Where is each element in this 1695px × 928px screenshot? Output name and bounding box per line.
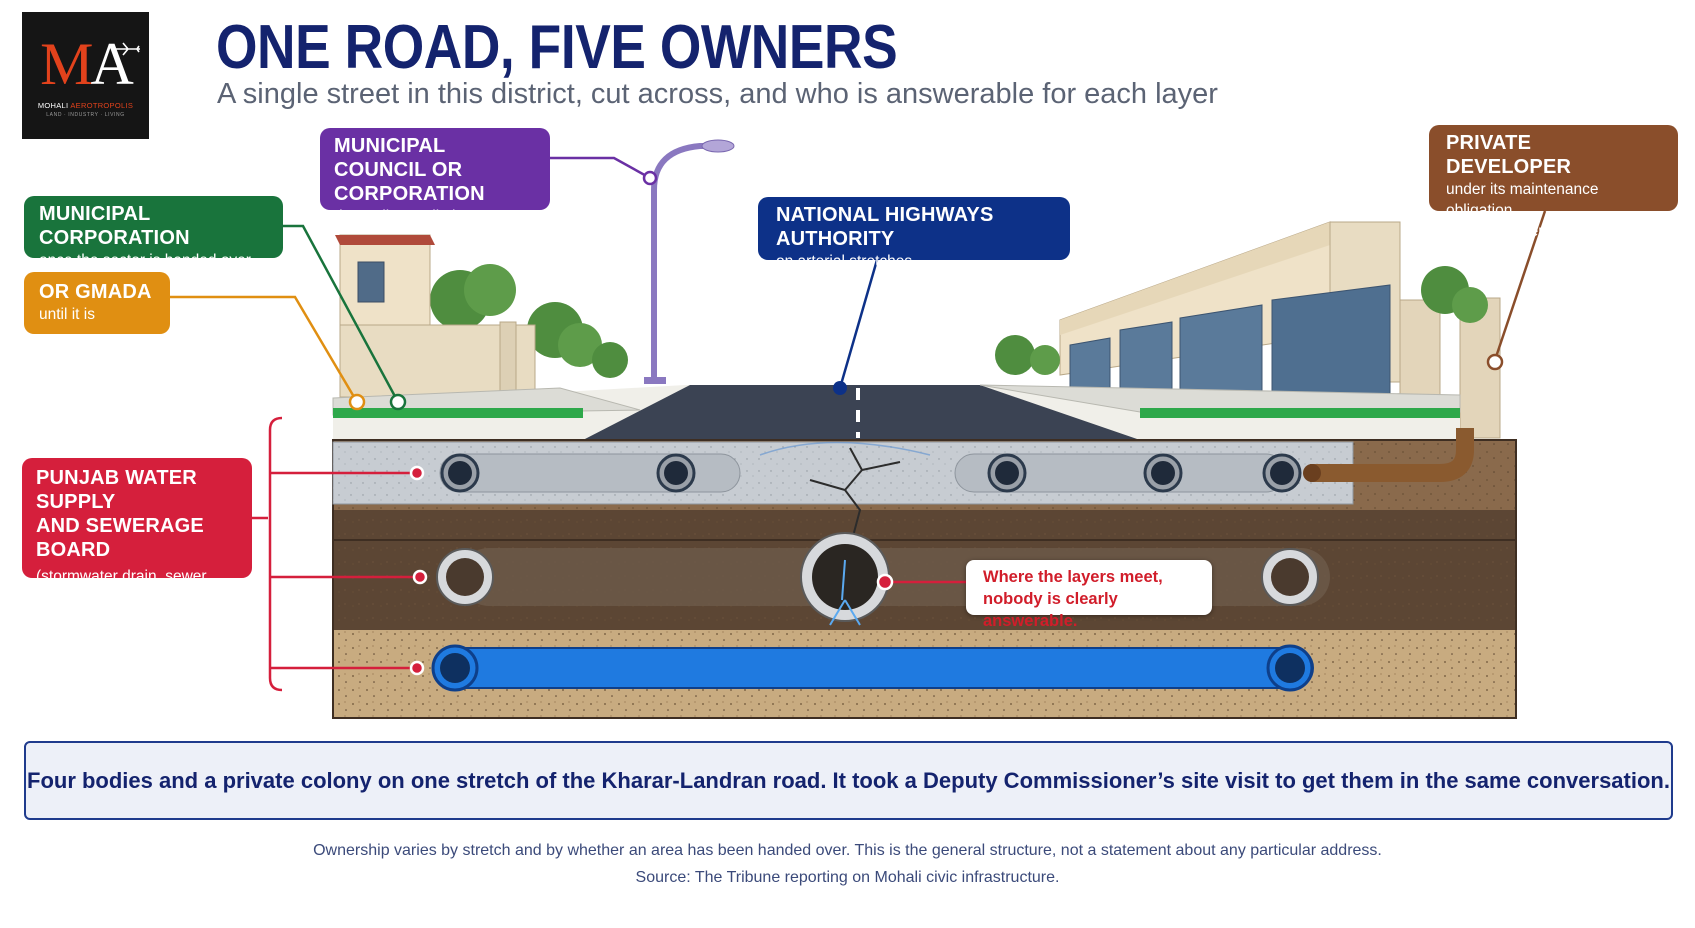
footer-source: Source: The Tribune reporting on Mohali … [635,869,1060,886]
street-lamp [644,139,735,384]
label-municipal-corporation: MUNICIPAL CORPORATION once the sector is… [24,196,283,269]
building-right [995,221,1501,439]
page-subtitle: A single street in this district, cut ac… [217,78,1218,110]
summary-callout: Four bodies and a private colony on one … [24,741,1673,820]
airplane-icon [116,42,140,56]
label-layers-meet: Where the layers meet, nobody is clearly… [966,560,1212,630]
label-private-developer: PRIVATE DEVELOPER under its maintenance … [1429,125,1678,240]
footer-note: Ownership varies by stretch and by wheth… [313,842,1382,859]
leader-lines [170,156,1547,692]
summary-callout-text: Four bodies and a private colony on one … [27,767,1670,793]
label-municipal-council: MUNICIPAL COUNCIL OR CORPORATION dependi… [320,128,550,225]
label-gmada: OR GMADA until it is [24,272,170,334]
tree-left [430,264,628,378]
label-national-highways-authority: NATIONAL HIGHWAYS AUTHORITY on arterial … [758,197,1070,270]
logo-tagline: LAND · INDUSTRY · LIVING [46,112,125,118]
brand-logo: MA MOHALI AEROTROPOLIS LAND · INDUSTRY ·… [22,12,149,139]
house-left [335,234,536,401]
logo-name: MOHALI AEROTROPOLIS [37,101,134,110]
asphalt-carriageway [583,385,1140,440]
logo-monogram: MA [40,31,134,97]
developer-service-pipe [1310,428,1474,482]
road-cross-section-illustration [170,139,1547,719]
water-supply-pipe [431,644,1314,692]
stormwater-drain-pipes [439,453,1302,493]
label-punjab-water-supply-board: PUNJAB WATER SUPPLY AND SEWERAGE BOARD (… [22,458,252,606]
page-title: ONE ROAD, FIVE OWNERS [216,13,898,82]
